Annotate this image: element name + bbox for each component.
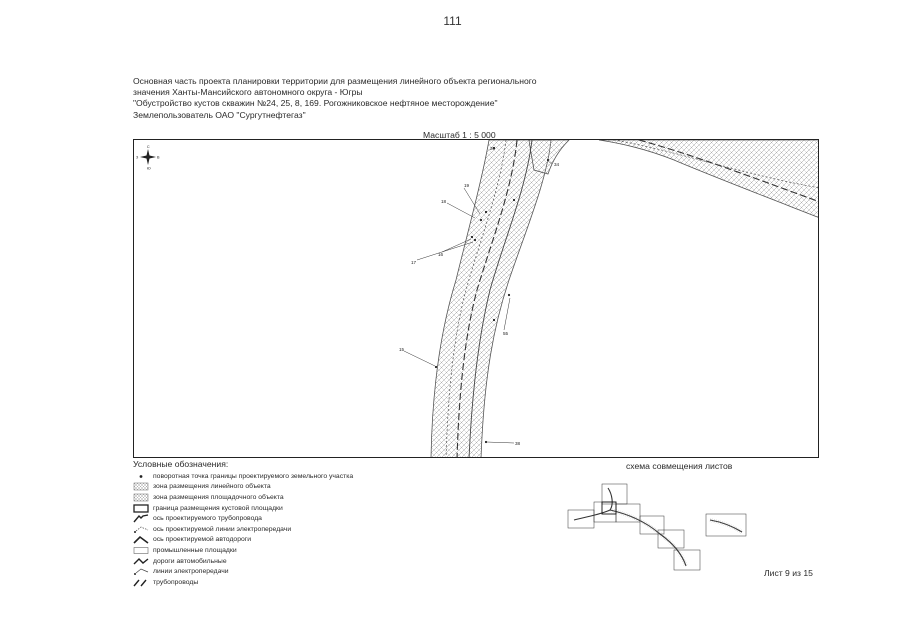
powerline-axis bbox=[445, 140, 507, 457]
legend-item-label: трубопроводы bbox=[153, 578, 199, 586]
linear-object-zone-right bbox=[598, 140, 818, 218]
legend-item-label: промышленные площадки bbox=[153, 546, 237, 554]
legend-item: ось проектируемой линии электропередачи bbox=[133, 524, 353, 535]
point-label-18: 18 bbox=[441, 199, 447, 204]
point-label-15: 15 bbox=[399, 347, 405, 352]
legend-item-label: граница размещения кустовой площадки bbox=[153, 504, 283, 512]
pipeline-axis-right bbox=[638, 140, 818, 202]
legend-item-label: дороги автомобильные bbox=[153, 557, 227, 565]
legend-title: Условные обозначения: bbox=[133, 459, 229, 469]
header-line-4: Землепользователь ОАО "Сургутнефтегаз" bbox=[133, 109, 306, 120]
powerline-axis-symbol-icon bbox=[134, 526, 149, 533]
east-label: В bbox=[157, 156, 160, 160]
legend-item-label: ось проектируемого трубопровода bbox=[153, 515, 262, 523]
point-label-38: 38 bbox=[515, 441, 521, 446]
page-number: 111 bbox=[443, 14, 462, 28]
legend-item: ось проектируемого трубопровода bbox=[133, 513, 353, 524]
legend-item: поворотная точка границы проектируемого … bbox=[133, 471, 353, 482]
north-arrow-icon: С В Ю З bbox=[136, 145, 160, 171]
road-line-symbol-icon bbox=[133, 557, 149, 565]
hatch-zone-symbol-icon bbox=[133, 483, 149, 491]
dot-symbol-icon bbox=[139, 474, 143, 478]
legend-item-label: ось проектируемой автодороги bbox=[153, 536, 252, 544]
legend-item: трубопроводы bbox=[133, 577, 353, 588]
map-canvas: 20 34 19 18 16 17 55 15 38 С В Ю З bbox=[136, 140, 818, 457]
legend-item: дороги автомобильные bbox=[133, 556, 353, 567]
legend-item-label: поворотная точка границы проектируемого … bbox=[153, 472, 354, 480]
scale-label: Масштаб 1 : 5 000 bbox=[423, 130, 496, 140]
pipeline-axis-symbol-icon bbox=[133, 514, 149, 523]
map-legend: Условные обозначения: поворотная точка г… bbox=[133, 459, 353, 588]
scheme-routes bbox=[573, 487, 743, 567]
legend-item: граница размещения кустовой площадки bbox=[133, 503, 353, 514]
powerline-symbol-icon bbox=[134, 568, 149, 576]
current-sheet-marker bbox=[601, 501, 617, 515]
bold-rect-symbol-icon bbox=[133, 503, 149, 513]
legend-item: ось проектируемой автодороги bbox=[133, 535, 353, 546]
sheet-layout-scheme[interactable] bbox=[550, 474, 765, 584]
road-axis bbox=[468, 140, 533, 457]
point-label-55: 55 bbox=[503, 331, 509, 336]
linear-object-zone-branch bbox=[528, 140, 570, 175]
legend-item: линии электропередачи bbox=[133, 566, 353, 577]
header-line-3: "Обустройство кустов скважин №24, 25, 8,… bbox=[133, 98, 498, 109]
legend-item-label: зона размещения площадочного объекта bbox=[153, 493, 284, 501]
document-header: Основная часть проекта планировки террит… bbox=[133, 76, 537, 121]
legend-item: зона размещения площадочного объекта bbox=[133, 492, 353, 503]
scheme-title: схема совмещения листов bbox=[626, 461, 733, 471]
north-label: С bbox=[147, 145, 150, 149]
boundary-points bbox=[434, 146, 550, 444]
hatch-zone-symbol-icon bbox=[133, 493, 149, 502]
legend-item: промышленные площадки bbox=[133, 545, 353, 556]
south-label: Ю bbox=[147, 167, 151, 171]
point-label-20: 20 bbox=[490, 146, 496, 151]
road-axis-symbol-icon bbox=[133, 536, 149, 544]
linear-object-zone bbox=[430, 140, 552, 457]
point-label-34: 34 bbox=[554, 162, 560, 167]
legend-item-label: линии электропередачи bbox=[153, 568, 229, 576]
label-leaders bbox=[403, 160, 553, 444]
west-label: З bbox=[136, 156, 139, 160]
empty-rect-symbol-icon bbox=[133, 547, 149, 554]
map-frame[interactable]: 20 34 19 18 16 17 55 15 38 С В Ю З bbox=[133, 139, 819, 458]
legend-item-label: ось проектируемой линии электропередачи bbox=[153, 525, 292, 533]
legend-item: зона размещения линейного объекта bbox=[133, 482, 353, 493]
pipeline-axis bbox=[456, 140, 518, 457]
point-label-17: 17 bbox=[411, 260, 417, 265]
pipeline-symbol-icon bbox=[133, 579, 147, 587]
sheet-number: Лист 9 из 15 bbox=[764, 568, 813, 578]
legend-item-label: зона размещения линейного объекта bbox=[153, 483, 271, 491]
point-label-19: 19 bbox=[464, 183, 470, 188]
header-line-1: Основная часть проекта планировки террит… bbox=[133, 76, 537, 86]
point-label-16: 16 bbox=[438, 252, 444, 257]
header-line-2: значения Ханты-Мансийского автономного о… bbox=[133, 87, 363, 98]
